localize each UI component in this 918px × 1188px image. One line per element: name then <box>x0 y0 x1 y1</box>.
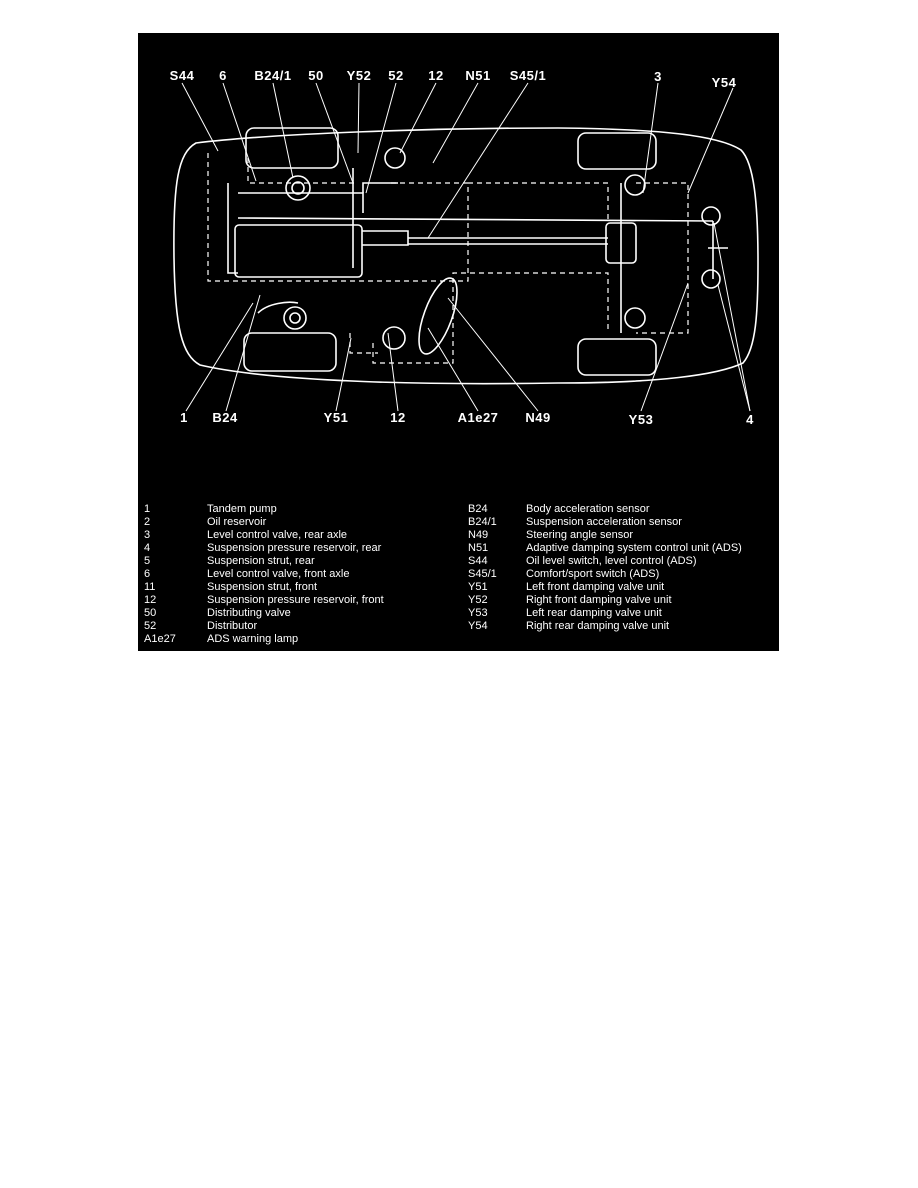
callout-12-top: 12 <box>428 68 444 83</box>
callout-y51: Y51 <box>323 410 349 425</box>
legend-desc: Right rear damping valve unit <box>526 620 670 632</box>
reservoir-rear-right <box>701 206 721 226</box>
callout-4: 4 <box>746 412 754 427</box>
vehicle-underbody-diagram <box>173 82 759 412</box>
legend-code: 6 <box>144 568 151 580</box>
wheel-rear-right <box>577 132 657 170</box>
legend-code: S45/1 <box>468 568 497 580</box>
callout-12-bottom: 12 <box>390 410 406 425</box>
legend-code: Y53 <box>468 607 488 619</box>
legend-desc: Left front damping valve unit <box>526 581 665 593</box>
callout-n49: N49 <box>525 410 551 425</box>
electrical-harness <box>207 153 469 282</box>
legend-desc: ADS warning lamp <box>207 633 299 645</box>
legend-desc: Level control valve, rear axle <box>207 529 348 541</box>
legend-code: 50 <box>144 607 157 619</box>
car-body-outline <box>173 127 759 385</box>
wheel-front-right <box>245 127 339 169</box>
callout-s45-1: S45/1 <box>509 68 547 83</box>
callout-52: 52 <box>388 68 404 83</box>
callout-1: 1 <box>180 410 188 425</box>
steering-wheel <box>418 277 458 355</box>
legend-desc: Steering angle sensor <box>526 529 634 541</box>
callout-n51: N51 <box>465 68 491 83</box>
callout-a1e27: A1e27 <box>457 410 499 425</box>
callout-b24: B24 <box>212 410 238 425</box>
reservoir-rear-left <box>701 269 721 289</box>
legend-desc: Right front damping valve unit <box>526 594 672 606</box>
legend-code: Y52 <box>468 594 488 606</box>
legend-code: N51 <box>468 542 489 554</box>
wheel-rear-left <box>577 338 657 376</box>
callout-s44: S44 <box>169 68 195 83</box>
callout-y53: Y53 <box>628 412 654 427</box>
legend-code: N49 <box>468 529 489 541</box>
suspension-diagram-figure: S44 6 B24/1 50 Y52 52 12 N51 S45/1 3 Y54… <box>138 33 779 651</box>
legend-desc: Left rear damping valve unit <box>526 607 662 619</box>
callout-6: 6 <box>219 68 227 83</box>
legend-desc: Suspension strut, rear <box>207 555 315 567</box>
legend-code: B24/1 <box>468 516 497 528</box>
legend-desc: Tandem pump <box>207 503 277 515</box>
legend-code: 4 <box>144 542 151 554</box>
legend-code: 1 <box>144 503 151 515</box>
callout-y52: Y52 <box>346 68 372 83</box>
legend-code: 2 <box>144 516 151 528</box>
legend-desc: Distributing valve <box>207 607 291 619</box>
legend-desc: Oil reservoir <box>207 516 267 528</box>
legend-code: S44 <box>468 555 488 567</box>
engine-block <box>234 224 363 278</box>
legend-desc: Suspension pressure reservoir, front <box>207 594 384 606</box>
transmission <box>362 230 409 246</box>
reservoir-front-left <box>382 326 406 350</box>
legend-code: A1e27 <box>144 633 176 645</box>
legend-code: 3 <box>144 529 151 541</box>
legend-code: B24 <box>468 503 488 515</box>
callout-3: 3 <box>654 69 662 84</box>
legend-desc: Level control valve, front axle <box>207 568 350 580</box>
legend-code: 5 <box>144 555 151 567</box>
legend-desc: Suspension strut, front <box>207 581 318 593</box>
reservoir-front-right <box>384 147 406 169</box>
legend-code: 12 <box>144 594 157 606</box>
callout-50: 50 <box>308 68 324 83</box>
legend-desc: Oil level switch, level control (ADS) <box>526 555 697 567</box>
legend-desc: Suspension acceleration sensor <box>526 516 682 528</box>
callout-y54: Y54 <box>711 75 737 90</box>
legend-desc: Comfort/sport switch (ADS) <box>526 568 660 580</box>
legend-code: Y54 <box>468 620 488 632</box>
legend-code: Y51 <box>468 581 488 593</box>
wheel-front-left <box>243 332 337 372</box>
callout-b24-1: B24/1 <box>254 68 292 83</box>
legend-code: 11 <box>144 581 156 593</box>
legend-code: 52 <box>144 620 157 632</box>
legend-desc: Distributor <box>207 620 258 632</box>
legend-desc: Suspension pressure reservoir, rear <box>207 542 382 554</box>
legend-desc: Body acceleration sensor <box>526 503 650 515</box>
legend-desc: Adaptive damping system control unit (AD… <box>526 542 742 554</box>
